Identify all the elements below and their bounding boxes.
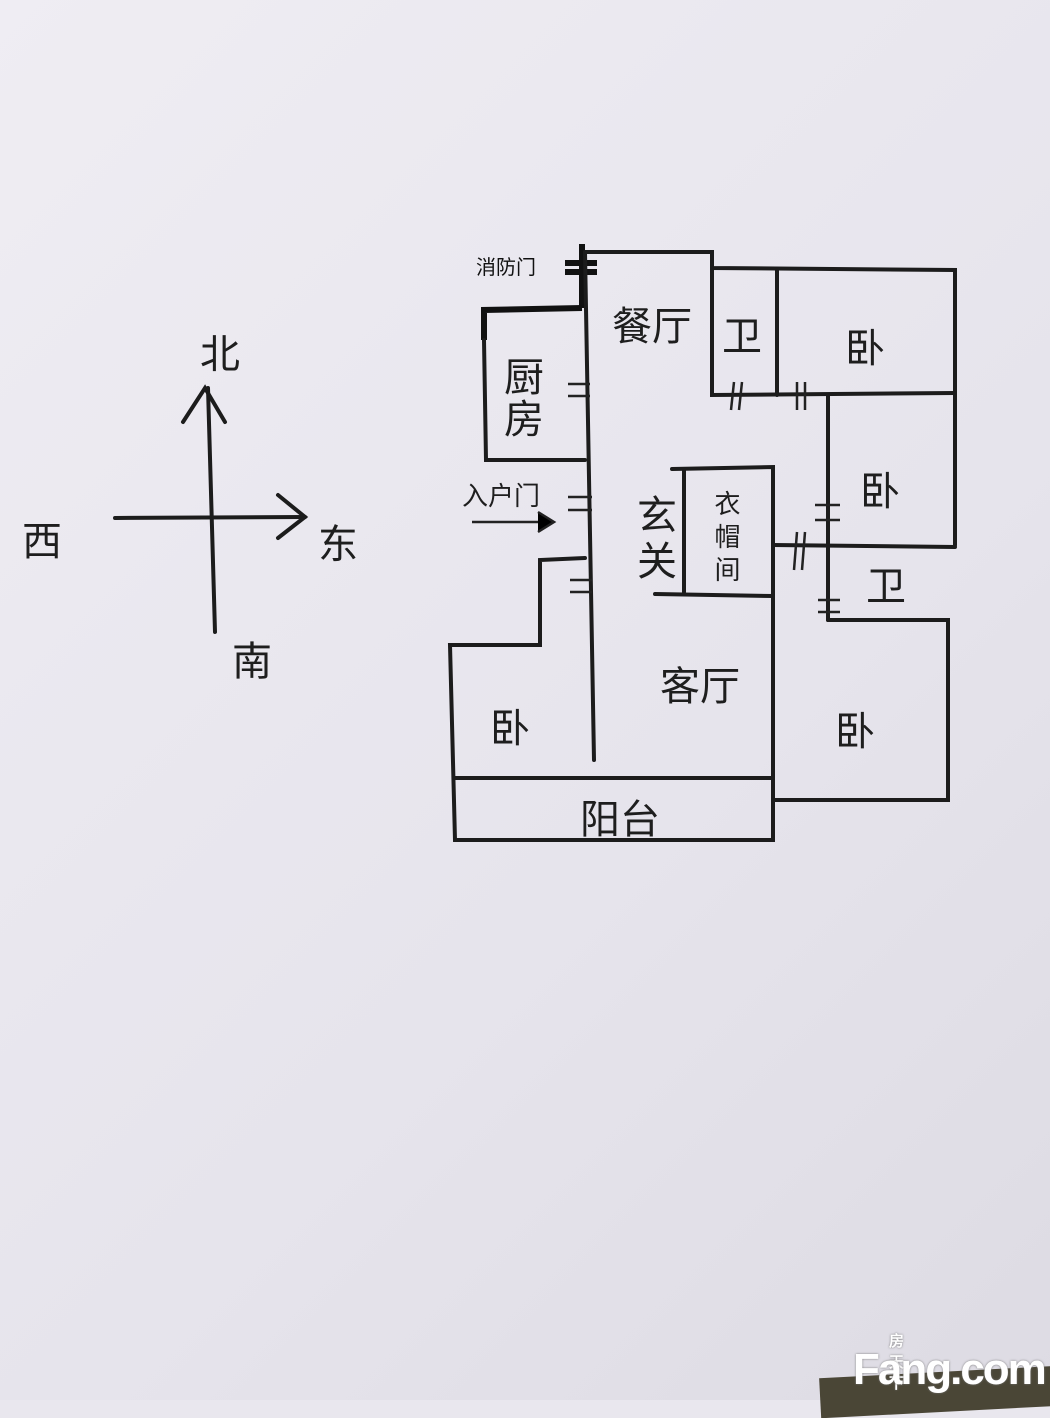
bedroom-3-label: 卧 bbox=[835, 709, 875, 755]
bathroom-1-label: 卫 bbox=[722, 314, 762, 360]
bedroom-4-label: 卧 bbox=[490, 706, 530, 752]
compass-west: 西 bbox=[22, 519, 62, 565]
bathroom-2-label: 卫 bbox=[866, 564, 906, 610]
foyer-label: 玄关 bbox=[630, 494, 676, 586]
kitchen-label: 厨房 bbox=[497, 356, 543, 440]
watermark-cn: 房天下 bbox=[889, 1333, 906, 1392]
dining-room-label: 餐厅 bbox=[612, 304, 692, 350]
east-arrowhead-icon bbox=[276, 493, 309, 540]
room-labels: 消防门 入户门 餐厅 客厅 阳台 卫 卧 卧 卫 卧 卧 bbox=[462, 255, 906, 843]
north-south-axis bbox=[206, 386, 217, 634]
north-arrowhead-icon bbox=[181, 384, 227, 424]
balcony-label: 阳台 bbox=[580, 797, 660, 843]
west-east-axis bbox=[113, 515, 307, 520]
walls bbox=[447, 244, 957, 842]
watermark-en: Fang.com bbox=[853, 1345, 1047, 1394]
compass: 北 东 西 南 bbox=[22, 332, 358, 685]
cloakroom-label: 衣帽间 bbox=[710, 490, 740, 589]
fire-door-label: 消防门 bbox=[476, 255, 536, 279]
bedroom-1-label: 卧 bbox=[845, 326, 885, 372]
compass-east: 东 bbox=[318, 522, 358, 568]
compass-north: 北 bbox=[200, 332, 240, 378]
bedroom-2-label: 卧 bbox=[860, 469, 900, 515]
door-marks bbox=[568, 381, 840, 614]
entrance-label: 入户门 bbox=[462, 482, 540, 512]
living-room-label: 客厅 bbox=[660, 664, 740, 710]
compass-south: 南 bbox=[232, 639, 272, 685]
